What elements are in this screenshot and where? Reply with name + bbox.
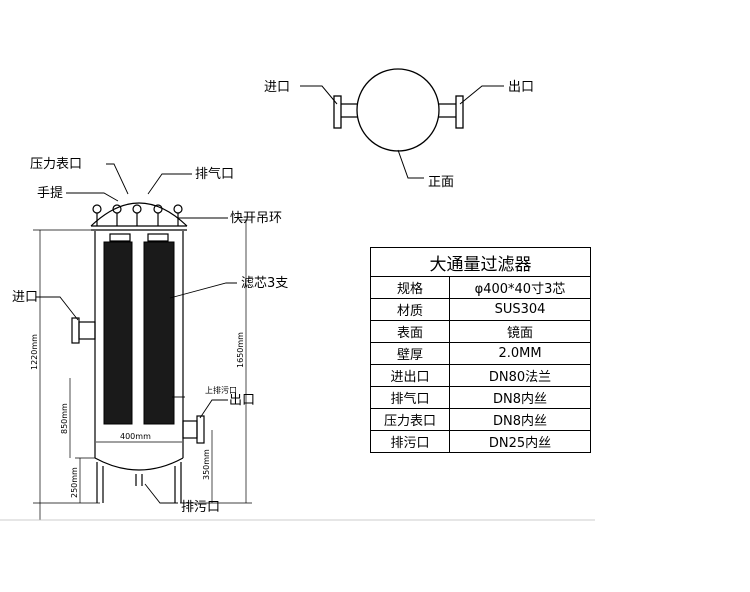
side-outlet-flange bbox=[196, 415, 205, 444]
vessel-lid bbox=[90, 202, 188, 227]
drain-label: 排污口 bbox=[181, 500, 220, 515]
filter-cartridge-1 bbox=[103, 241, 133, 425]
spec-row: 表面镜面 bbox=[370, 320, 591, 343]
spec-key: 排污口 bbox=[370, 430, 450, 453]
plan-front-label: 正面 bbox=[428, 175, 454, 190]
spec-value: DN80法兰 bbox=[449, 364, 591, 387]
plan-view bbox=[300, 68, 504, 179]
spec-value: φ400*40寸3芯 bbox=[449, 276, 591, 299]
cartridge-label: 滤芯3支 bbox=[241, 276, 288, 291]
dim-1650: 1650mm bbox=[236, 332, 245, 368]
spec-title: 大通量过滤器 bbox=[370, 247, 591, 277]
spec-key: 壁厚 bbox=[370, 342, 450, 365]
pressure-gauge-label: 压力表口 bbox=[30, 157, 82, 172]
handle-label: 手提 bbox=[37, 185, 63, 201]
spec-value: DN25内丝 bbox=[449, 430, 591, 453]
spec-key: 排气口 bbox=[370, 386, 450, 409]
spec-key: 进出口 bbox=[370, 364, 450, 387]
spec-key: 材质 bbox=[370, 298, 450, 321]
dim-250: 250mm bbox=[70, 467, 79, 498]
vent-label: 排气口 bbox=[195, 166, 234, 182]
filter-cartridge-2 bbox=[143, 241, 175, 425]
spec-key: 压力表口 bbox=[370, 408, 450, 431]
spec-key: 规格 bbox=[370, 276, 450, 299]
side-inlet-label: 进口 bbox=[12, 290, 38, 305]
side-outlet-label: 出口 bbox=[229, 393, 255, 408]
plan-outlet-label: 出口 bbox=[508, 80, 534, 95]
spec-value: DN8内丝 bbox=[449, 386, 591, 409]
spec-value: DN8内丝 bbox=[449, 408, 591, 431]
side-view bbox=[71, 202, 205, 503]
dim-1220: 1220mm bbox=[30, 334, 39, 370]
spec-value: 2.0MM bbox=[449, 342, 591, 365]
side-outlet-nozzle bbox=[182, 420, 198, 439]
spec-value: 镜面 bbox=[449, 320, 591, 343]
quick-ring-label: 快开吊环 bbox=[230, 211, 282, 226]
spec-key: 表面 bbox=[370, 320, 450, 343]
plan-outlet-flange bbox=[455, 95, 464, 129]
vessel-bottom-head bbox=[94, 457, 184, 471]
side-inlet-nozzle bbox=[78, 321, 96, 340]
upper-drain-label: 上排污口 bbox=[205, 385, 237, 395]
dim-350: 350mm bbox=[202, 449, 211, 480]
dim-400: 400mm bbox=[120, 432, 151, 441]
plan-vessel-circle bbox=[356, 68, 440, 152]
spec-value: SUS304 bbox=[449, 298, 591, 321]
dim-850: 850mm bbox=[60, 403, 69, 434]
side-inlet-flange bbox=[71, 317, 80, 344]
plan-inlet-flange bbox=[333, 95, 342, 129]
quick-open-eyebolts bbox=[92, 204, 183, 226]
plan-inlet-label: 进口 bbox=[264, 80, 290, 95]
spec-title-row: 大通量过滤器 bbox=[370, 247, 591, 277]
